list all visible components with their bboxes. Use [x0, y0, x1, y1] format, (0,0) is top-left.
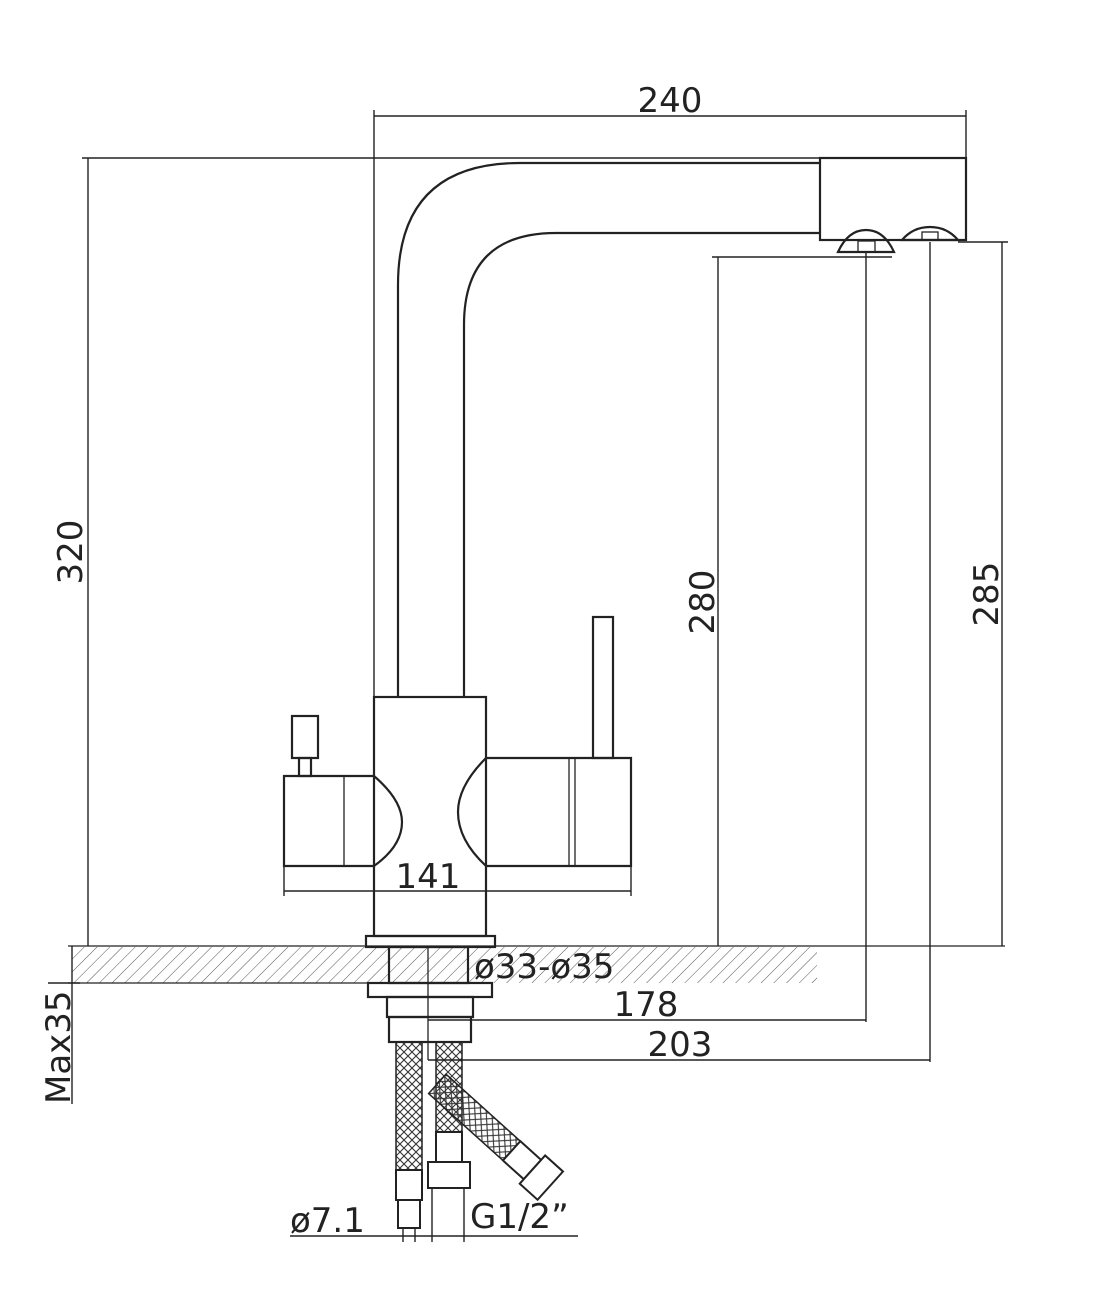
label-240: 240: [638, 81, 703, 121]
hose-1-nut: [397, 1199, 421, 1229]
countertop: [68, 945, 1005, 984]
hose-3: [427, 1073, 565, 1202]
spout: [396, 156, 968, 697]
countertop-hatch: [72, 947, 817, 983]
label-280: 280: [683, 570, 723, 635]
mount-nut: [385, 995, 475, 1019]
left-lever-stem: [297, 756, 313, 778]
hose-2-fitting: [435, 1131, 463, 1163]
right-lever: [591, 615, 615, 760]
spout-outer: [396, 161, 820, 697]
label-141: 141: [396, 857, 461, 897]
hose-2-nut: [427, 1161, 471, 1189]
hose-3-nut: [518, 1154, 565, 1202]
label-thread: G1/2”: [470, 1197, 569, 1237]
mount-nut-lower: [387, 1015, 473, 1044]
body-column: [372, 695, 488, 938]
label-178: 178: [614, 985, 679, 1025]
aerator-2: [899, 225, 961, 242]
label-320: 320: [51, 520, 91, 585]
label-285: 285: [967, 562, 1007, 627]
dimension-lines: [48, 110, 1008, 1242]
hoses: [395, 1041, 565, 1229]
dimension-labels: 240 320 280 285 141 178 203 ø33-ø35 Max3…: [39, 81, 1007, 1241]
aerator-1: [836, 228, 896, 254]
mounting: [366, 945, 494, 1060]
spout-inner: [462, 231, 820, 697]
label-203: 203: [648, 1025, 713, 1065]
hose-1-fitting: [395, 1169, 423, 1201]
aerator-1-outlet: [857, 240, 876, 253]
right-handle: [456, 756, 633, 868]
faucet-body: [282, 615, 633, 949]
aerator-2-outlet: [921, 231, 939, 241]
label-max35: Max35: [39, 990, 79, 1104]
left-handle: [282, 774, 404, 868]
left-lever: [290, 714, 320, 760]
hose-1-braid: [395, 1041, 423, 1171]
label-hose-diameter: ø7.1: [290, 1201, 365, 1241]
label-hole-diameter: ø33-ø35: [474, 947, 614, 987]
spout-head: [818, 156, 968, 242]
